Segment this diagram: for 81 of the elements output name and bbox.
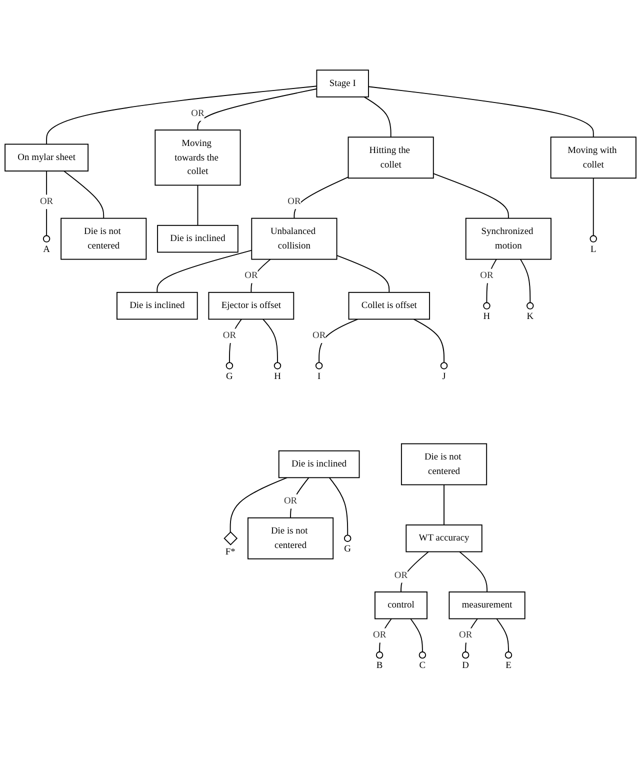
node-circle bbox=[315, 362, 323, 370]
node-label: C bbox=[419, 660, 426, 671]
node-box: Unbalanced collision bbox=[251, 218, 338, 260]
node-circle bbox=[526, 302, 534, 310]
node-label: D bbox=[462, 660, 470, 671]
node-box: Die is inclined bbox=[116, 292, 198, 320]
connector bbox=[336, 254, 390, 293]
connector bbox=[592, 178, 594, 236]
node-box: Die is inclined bbox=[157, 224, 238, 253]
connector bbox=[230, 477, 288, 533]
edge-label: OR bbox=[244, 270, 258, 281]
node-circle bbox=[440, 362, 448, 370]
node-box: Die is not centered bbox=[60, 218, 147, 260]
connector bbox=[496, 618, 509, 652]
connector bbox=[262, 318, 278, 364]
edge-label: OR bbox=[459, 630, 472, 640]
node-box: Ejector is offset bbox=[208, 292, 294, 320]
node-box: Die is not centered bbox=[400, 443, 488, 486]
connector bbox=[318, 318, 358, 364]
edge-label: OR bbox=[222, 330, 236, 341]
connector bbox=[410, 618, 423, 652]
node-circle bbox=[462, 651, 470, 659]
connector bbox=[379, 618, 392, 652]
connector bbox=[364, 96, 392, 138]
node-label: H bbox=[483, 311, 490, 322]
connector bbox=[156, 250, 252, 293]
node-circle bbox=[504, 651, 512, 659]
node-circle bbox=[376, 651, 384, 659]
edge-label: OR bbox=[372, 630, 386, 640]
node-box: Moving with collet bbox=[550, 136, 636, 179]
node-label: A bbox=[43, 244, 50, 254]
connector bbox=[400, 551, 429, 592]
edge-label: OR bbox=[191, 108, 204, 118]
connector bbox=[197, 88, 318, 130]
connector bbox=[459, 551, 488, 592]
node-circle bbox=[274, 362, 282, 370]
node-box: Hitting the collet bbox=[348, 136, 434, 179]
node-circle bbox=[590, 235, 598, 242]
edge-label: OR bbox=[284, 496, 298, 506]
node-circle bbox=[344, 534, 352, 542]
node-circle bbox=[483, 302, 490, 310]
edge-label: OR bbox=[40, 196, 54, 207]
connector bbox=[413, 318, 444, 364]
connector bbox=[328, 477, 348, 536]
edge-label: OR bbox=[312, 330, 326, 341]
edge-label: OR bbox=[480, 270, 494, 281]
node-label: H bbox=[274, 371, 281, 382]
node-label: L bbox=[590, 244, 596, 254]
node-circle bbox=[418, 651, 426, 659]
node-label: B bbox=[376, 660, 383, 671]
connector bbox=[63, 170, 104, 219]
connector bbox=[432, 173, 509, 219]
connector bbox=[46, 86, 318, 145]
node-box: WT accuracy bbox=[406, 524, 482, 552]
connector bbox=[520, 258, 531, 304]
node-label: E bbox=[506, 660, 512, 671]
node-diamond bbox=[224, 531, 238, 546]
node-label: K bbox=[526, 311, 534, 322]
node-label: I bbox=[317, 371, 321, 382]
node-box: Collet is offset bbox=[348, 292, 430, 320]
connector bbox=[197, 184, 198, 226]
connector bbox=[46, 170, 48, 236]
node-box: Stage I bbox=[316, 70, 369, 98]
node-label: G bbox=[226, 371, 233, 382]
connector bbox=[368, 86, 594, 138]
node-label: J bbox=[442, 371, 446, 382]
node-circle bbox=[226, 362, 234, 370]
node-box: measurement bbox=[448, 591, 526, 620]
connector bbox=[294, 176, 349, 219]
node-box: Moving towards the collet bbox=[154, 130, 241, 186]
node-box: Die is not centered bbox=[248, 517, 334, 560]
edge-label: OR bbox=[288, 196, 301, 207]
node-label: G bbox=[344, 544, 352, 554]
edge-label: OR bbox=[394, 570, 408, 580]
node-circle bbox=[42, 235, 50, 242]
connector bbox=[465, 618, 478, 652]
node-box: control bbox=[374, 591, 428, 620]
node-box: Synchronized motion bbox=[465, 218, 552, 260]
node-box: On mylar sheet bbox=[4, 144, 89, 172]
node-box: Die is inclined bbox=[278, 450, 360, 478]
node-label: F* bbox=[225, 547, 236, 558]
